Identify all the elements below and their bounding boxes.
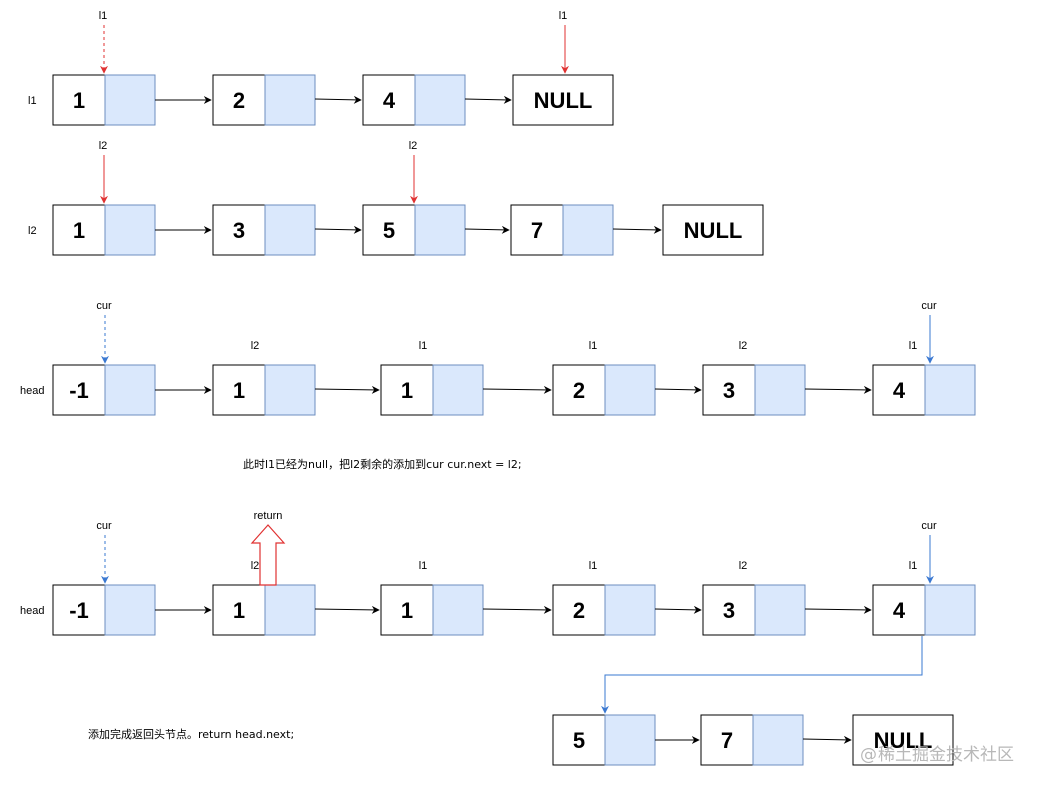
node-value: 1 [401, 378, 413, 403]
node-final-3: 2 [552, 584, 656, 636]
node-final-2: 1 [380, 584, 484, 636]
return-arrow [250, 524, 286, 586]
next-arrow [464, 225, 510, 234]
final-note: 添加完成返回头节点。return head.next; [88, 727, 294, 741]
node-value: 7 [721, 728, 733, 753]
next-arrow [802, 735, 852, 744]
node-value: NULL [874, 728, 933, 753]
pointer-label-l1: l1 [99, 10, 108, 22]
step-note: 此时l1已经为null，把l2剩余的添加到cur cur.next = l2; [243, 457, 522, 471]
node-l2-3: 7 [510, 204, 614, 256]
final-list: head -1 1 1 2 3 4 [20, 510, 976, 766]
watermark: @ 稀土掘金技术社区 [860, 745, 1014, 765]
node-merged-3: 2 [552, 364, 656, 416]
node-value: 1 [73, 88, 85, 113]
pointer-label-l1: l1 [559, 10, 568, 22]
node-final-4: 3 [702, 584, 806, 636]
node-value: 1 [233, 598, 245, 623]
source-label: l2 [739, 340, 748, 352]
node-final-1: 1 [212, 584, 316, 636]
node-value: 2 [573, 378, 585, 403]
pointer-label-cur: cur [96, 300, 112, 312]
append-connector [601, 636, 923, 714]
node-l1-null: NULL [512, 74, 614, 126]
node-value: -1 [69, 598, 89, 623]
node-l2-2: 5 [362, 204, 466, 256]
node-l1-0: 1 [52, 74, 156, 126]
node-tail-1: 7 [700, 714, 804, 766]
node-value: 5 [573, 728, 585, 753]
row-label-l1: l1 [28, 95, 37, 107]
node-merged-5: 4 [872, 364, 976, 416]
node-value: 3 [723, 378, 735, 403]
pointer-label-cur: cur [921, 300, 937, 312]
node-l1-2: 4 [362, 74, 466, 126]
pointer-label-l2: l2 [409, 140, 418, 152]
source-label: l1 [589, 560, 598, 572]
node-final-5: 4 [872, 584, 976, 636]
next-arrow [612, 225, 662, 234]
node-tail-0: 5 [552, 714, 656, 766]
node-value: 5 [383, 218, 395, 243]
node-merged-2: 1 [380, 364, 484, 416]
node-value: -1 [69, 378, 89, 403]
source-label: l2 [739, 560, 748, 572]
next-arrow [314, 95, 362, 104]
next-arrow [654, 385, 702, 394]
node-merged-0: -1 [52, 364, 156, 416]
node-value: 2 [233, 88, 245, 113]
pointer-label-cur: cur [921, 520, 937, 532]
source-label: l1 [909, 560, 918, 572]
node-value: 1 [233, 378, 245, 403]
node-value: 1 [73, 218, 85, 243]
source-label: l2 [251, 340, 260, 352]
source-label: l1 [909, 340, 918, 352]
node-l1-1: 2 [212, 74, 316, 126]
node-l2-1: 3 [212, 204, 316, 256]
node-l2-0: 1 [52, 204, 156, 256]
next-arrow [804, 385, 872, 394]
node-value: 2 [573, 598, 585, 623]
next-arrow [314, 605, 380, 614]
source-label: l1 [419, 560, 428, 572]
watermark-at: @ [860, 745, 877, 765]
source-label: l1 [589, 340, 598, 352]
node-value: 3 [233, 218, 245, 243]
next-arrow [482, 385, 552, 394]
node-merged-4: 3 [702, 364, 806, 416]
list-l1: l1 1 2 4 NULL l1 l1 [28, 10, 614, 126]
row-label-head: head [20, 605, 44, 617]
watermark-text: 稀土掘金技术社区 [878, 745, 1014, 765]
next-arrow [804, 605, 872, 614]
next-arrow [314, 385, 380, 394]
source-label: l2 [251, 560, 260, 572]
node-value: 1 [401, 598, 413, 623]
node-value: NULL [534, 88, 593, 113]
merged-list-step: head -1 1 1 2 3 4 [20, 300, 976, 471]
node-value: NULL [684, 218, 743, 243]
return-label: return [254, 510, 283, 522]
node-final-0: -1 [52, 584, 156, 636]
next-arrow [314, 225, 362, 234]
pointer-label-cur: cur [96, 520, 112, 532]
node-l2-null: NULL [662, 204, 764, 256]
pointer-label-l2: l2 [99, 140, 108, 152]
node-merged-1: 1 [212, 364, 316, 416]
next-arrow [482, 605, 552, 614]
node-value: 4 [383, 88, 396, 113]
node-value: 4 [893, 378, 906, 403]
source-label: l1 [419, 340, 428, 352]
list-l2: l2 1 3 5 7 NULL l2 l2 [28, 140, 764, 256]
row-label-l2: l2 [28, 225, 37, 237]
next-arrow [654, 605, 702, 614]
node-tail-null: NULL [852, 714, 954, 766]
next-arrow [464, 95, 512, 104]
node-value: 3 [723, 598, 735, 623]
node-value: 7 [531, 218, 543, 243]
row-label-head: head [20, 385, 44, 397]
node-value: 4 [893, 598, 906, 623]
